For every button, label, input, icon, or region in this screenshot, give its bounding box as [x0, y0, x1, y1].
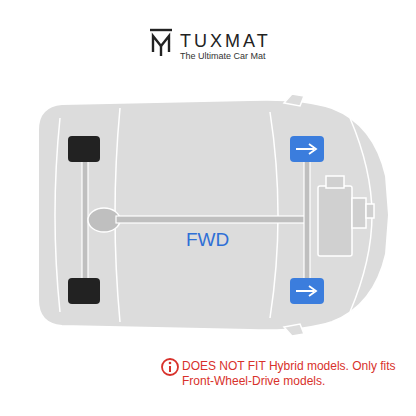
- info-icon: [162, 359, 178, 375]
- panel-lines: [55, 108, 372, 322]
- rear-wheel: [68, 136, 100, 162]
- warning-note: DOES NOT FIT Hybrid models. Only fits Fr…: [182, 359, 410, 389]
- car-body: [38, 100, 389, 331]
- rear-axle: [82, 148, 306, 292]
- front-axle: [304, 148, 310, 292]
- engine: [318, 176, 374, 256]
- rear-wheel: [68, 278, 100, 304]
- brand-name: TUXMAT: [180, 30, 290, 53]
- logo-icon: [150, 30, 172, 56]
- front-wheel: [290, 136, 324, 304]
- drive-label: FWD: [186, 228, 246, 252]
- tagline: The Ultimate Car Mat: [180, 51, 300, 62]
